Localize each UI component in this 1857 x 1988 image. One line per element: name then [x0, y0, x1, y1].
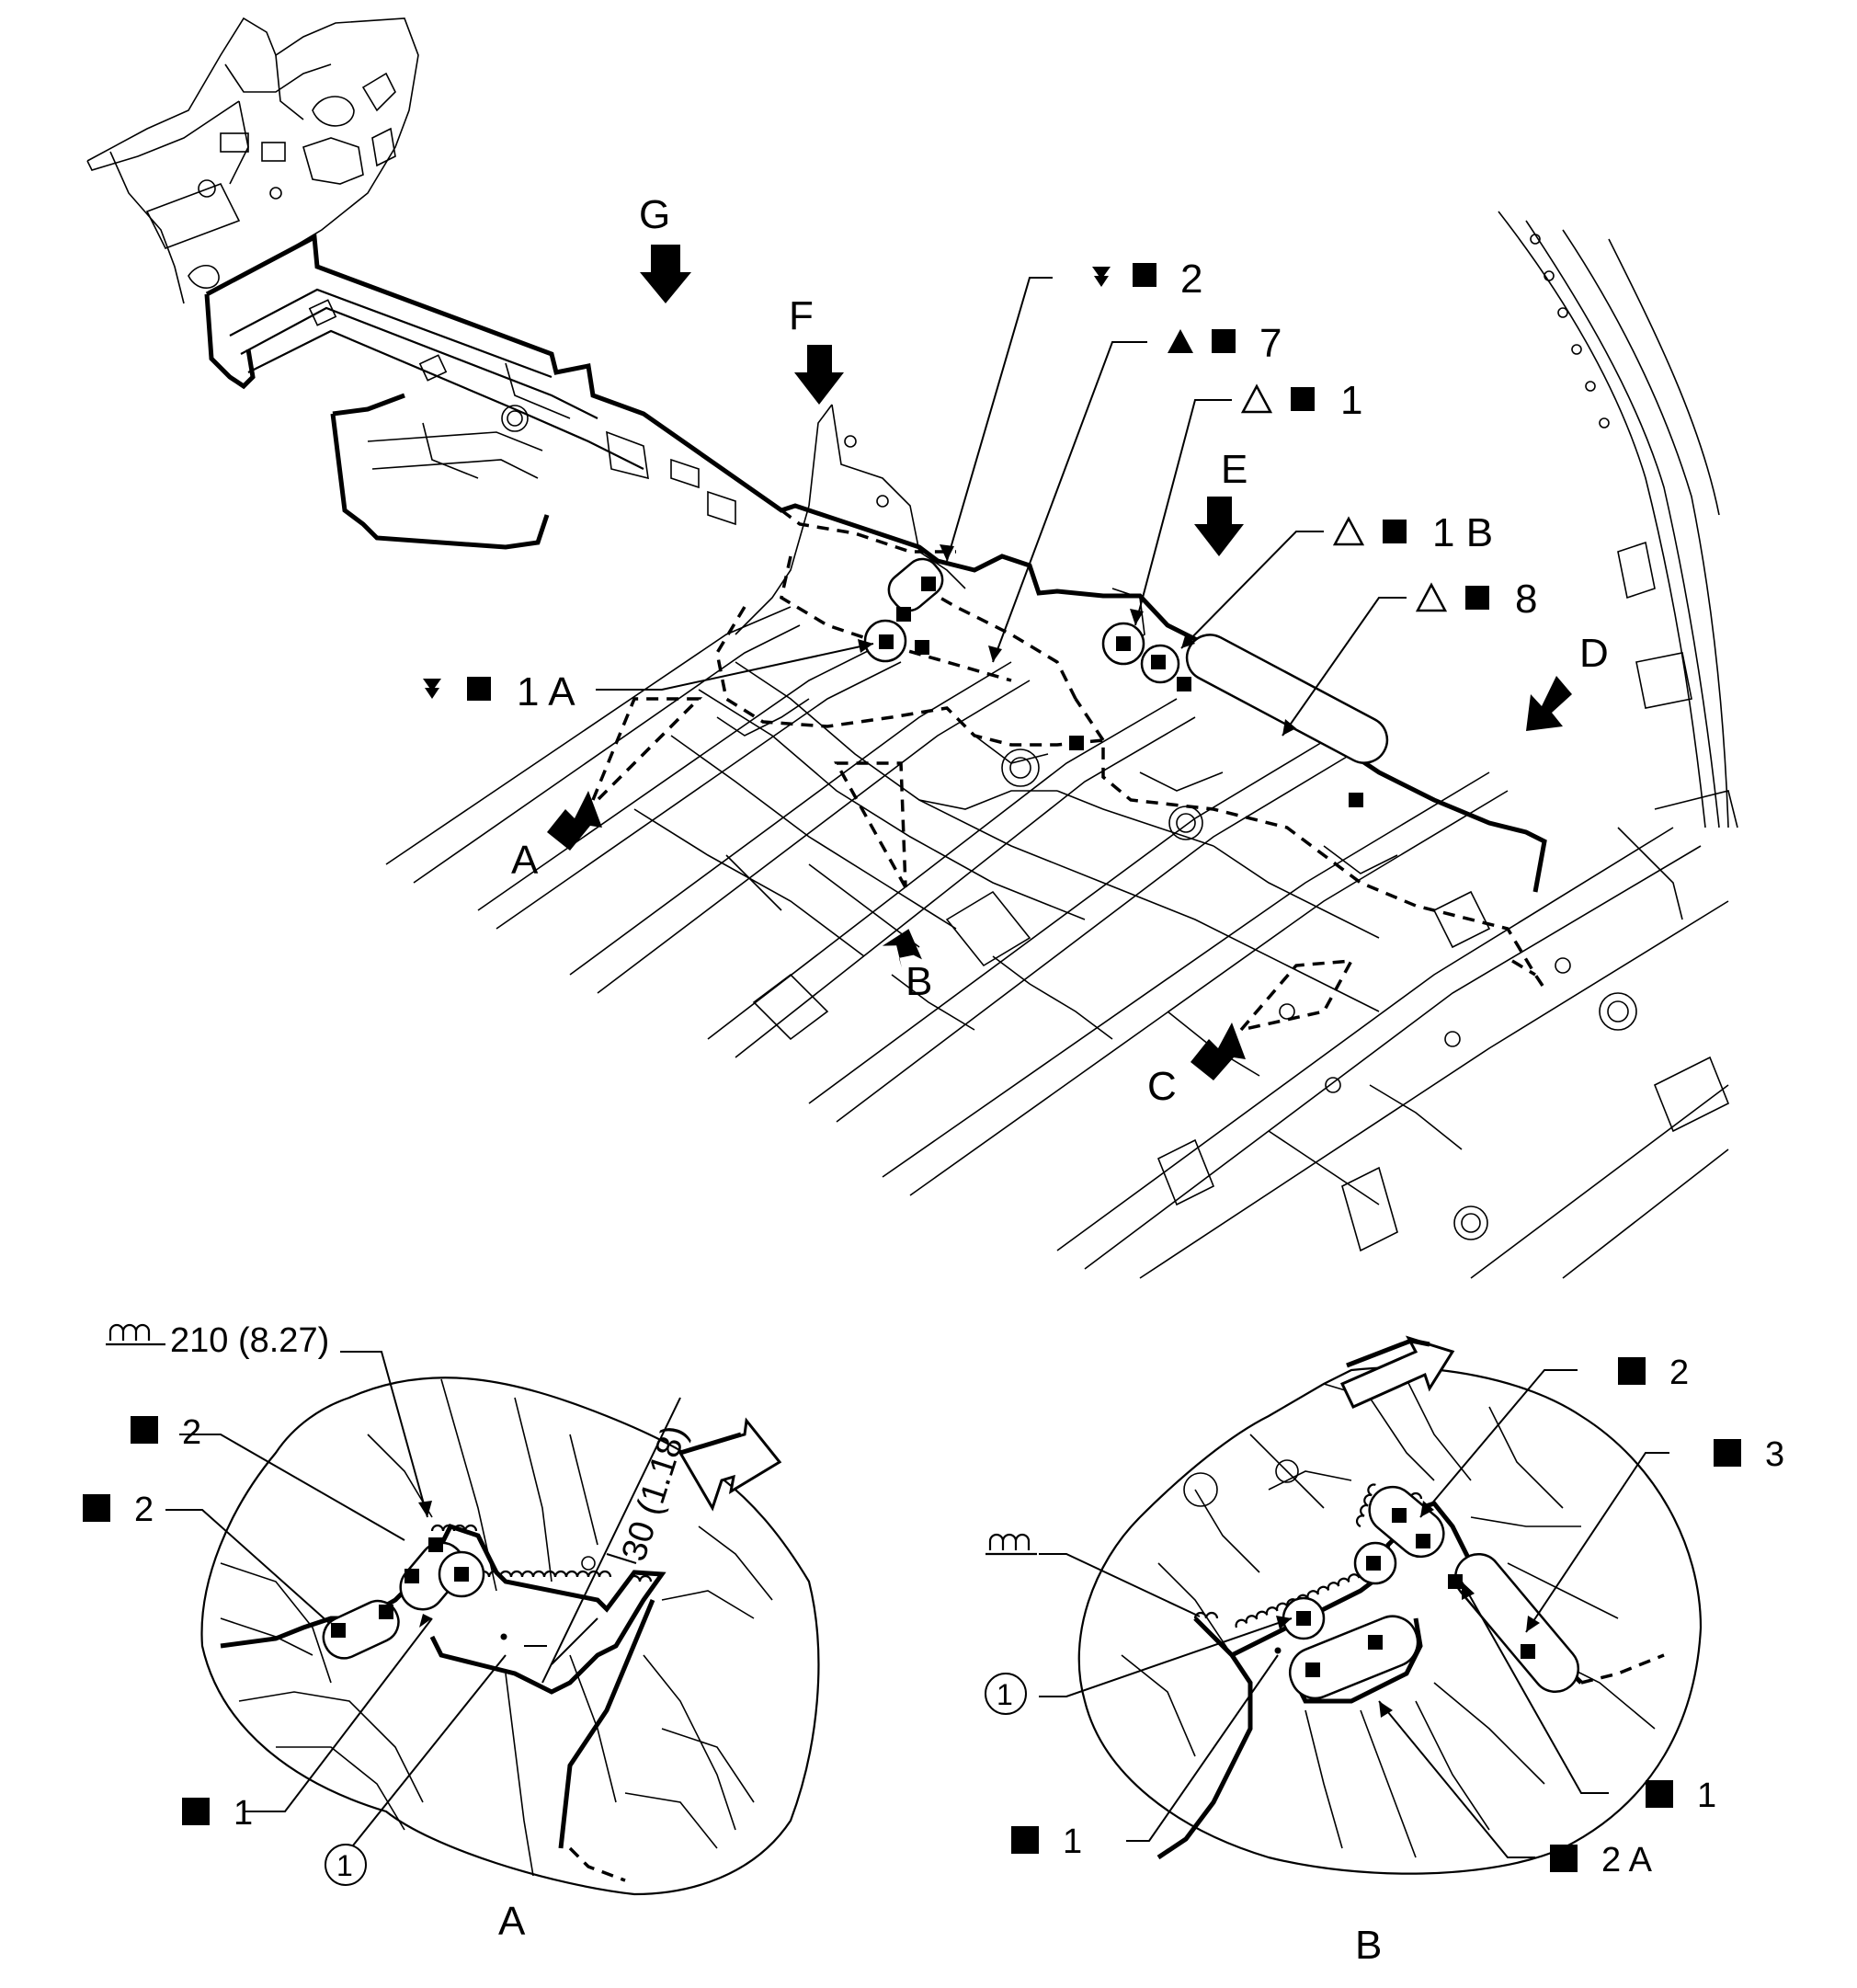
label-3-b: 3 — [1765, 1435, 1784, 1474]
square-solid-icon — [1646, 1780, 1673, 1808]
floor-panel — [385, 606, 1730, 1279]
square-solid-icon — [1618, 1357, 1646, 1385]
side-member — [204, 234, 1547, 893]
triangle-solid-icon — [1168, 329, 1193, 353]
triangle-down-double-icon — [1092, 267, 1111, 287]
view-arrow-icon — [1194, 497, 1244, 556]
view-label-c: C — [1147, 1064, 1177, 1109]
callout-leaders — [596, 277, 1407, 737]
view-arrow-icon — [1526, 676, 1572, 731]
rear-quarter-panel — [1498, 211, 1738, 920]
square-solid-icon — [1291, 387, 1315, 411]
callout-group-o1b: 1 B — [1332, 510, 1493, 555]
weld-markers-main — [863, 557, 1389, 807]
sealer-symbol-icon — [985, 1533, 1037, 1556]
square-solid-icon — [131, 1416, 158, 1444]
label-1-a: 1 — [234, 1794, 253, 1833]
triangle-outline-icon — [1415, 582, 1448, 612]
part-number-circle-icon — [985, 1673, 1027, 1715]
view-label-d: D — [1579, 631, 1609, 676]
part-ref-a: 1 — [336, 1849, 353, 1882]
square-solid-icon — [1550, 1845, 1578, 1872]
callout-group-v2: 2 — [1092, 257, 1202, 302]
callout-t7-number: 7 — [1259, 321, 1282, 366]
square-solid-icon — [467, 677, 491, 701]
callout-v1a-number: 1 A — [517, 669, 575, 714]
view-arrows — [547, 245, 1572, 1080]
detail-b-caption: B — [1355, 1923, 1382, 1968]
view-arrow-icon — [547, 791, 602, 851]
label-2-left-a: 2 — [134, 1491, 154, 1529]
callout-group-v1a: 1 A — [423, 669, 575, 714]
triangle-outline-icon — [1332, 516, 1365, 546]
callout-group-o8: 8 — [1415, 577, 1537, 622]
detail-b: 2 3 1 1 1 2 A B — [985, 1335, 1784, 1968]
triangle-outline-icon — [1240, 383, 1273, 414]
label-1-left-b: 1 — [1063, 1822, 1082, 1861]
label-2a-b: 2 A — [1601, 1841, 1653, 1879]
square-solid-icon — [1133, 263, 1156, 287]
part-ref-b: 1 — [997, 1678, 1013, 1711]
callout-o8-number: 8 — [1515, 577, 1537, 622]
triangle-down-double-icon — [423, 679, 441, 699]
view-label-g: G — [639, 192, 670, 237]
callout-v2-number: 2 — [1180, 257, 1202, 302]
square-solid-icon — [1011, 1826, 1039, 1854]
detail-a: 30 (1.18) 210 (8.27) 2 2 1 1 A — [83, 1321, 820, 1944]
callout-group-t7: 7 — [1168, 321, 1282, 366]
label-2-top-a: 2 — [182, 1413, 201, 1452]
view-label-b: B — [906, 959, 932, 1004]
square-solid-icon — [83, 1494, 110, 1522]
front-pillar-structure — [86, 17, 419, 304]
square-solid-icon — [1383, 520, 1407, 543]
callout-o1-number: 1 — [1340, 378, 1362, 423]
view-arrow-icon — [640, 245, 691, 303]
main-view: 2 7 1 1 B 8 1 A G F E D — [86, 17, 1738, 1279]
view-label-f: F — [789, 293, 814, 338]
view-label-a: A — [511, 838, 539, 883]
view-arrow-icon — [794, 345, 844, 405]
callout-group-o1: 1 — [1240, 378, 1362, 423]
sealer-length-a: 210 (8.27) — [170, 1321, 329, 1360]
dim-offset-a: 30 (1.18) — [615, 1421, 695, 1566]
square-solid-icon — [1212, 329, 1236, 353]
square-solid-icon — [1714, 1439, 1741, 1467]
view-arrow-icon — [882, 929, 922, 968]
front-direction-arrow-icon — [678, 1417, 782, 1512]
part-number-circle-icon — [325, 1844, 367, 1886]
label-1-right-b: 1 — [1697, 1777, 1716, 1815]
front-direction-arrow-icon — [1339, 1335, 1455, 1409]
square-solid-icon — [1465, 586, 1489, 610]
detail-a-caption: A — [498, 1899, 526, 1944]
view-arrow-icon — [1191, 1023, 1246, 1080]
cut-lines — [715, 508, 1546, 989]
sealer-symbol-icon — [106, 1323, 165, 1346]
square-solid-icon — [182, 1798, 210, 1825]
center-pillar — [735, 404, 966, 635]
callout-o1b-number: 1 B — [1432, 510, 1493, 555]
view-label-e: E — [1221, 447, 1247, 492]
label-2-b: 2 — [1669, 1354, 1689, 1392]
sealer-bead-a — [430, 1524, 653, 1582]
